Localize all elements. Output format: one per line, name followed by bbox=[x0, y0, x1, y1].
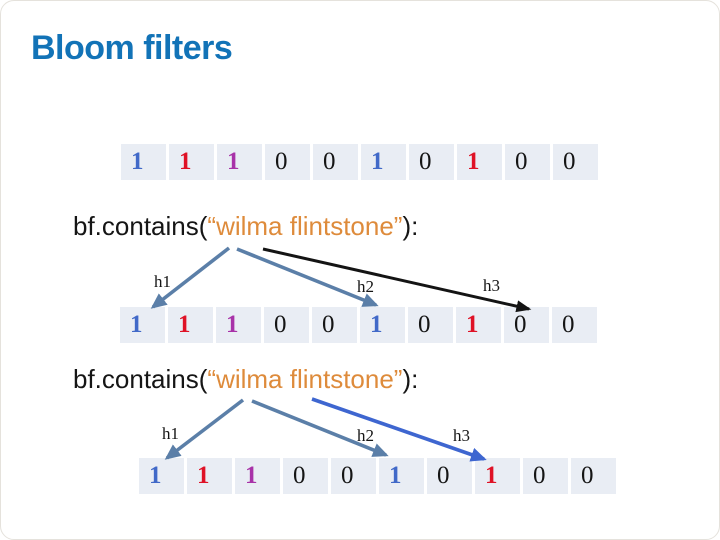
bit-cell: 1 bbox=[379, 458, 424, 494]
bit-cell: 0 bbox=[504, 307, 549, 343]
bit-cell: 0 bbox=[409, 144, 454, 180]
bit-cell: 0 bbox=[505, 144, 550, 180]
bit-cell: 0 bbox=[331, 458, 376, 494]
bit-cell: 1 bbox=[360, 307, 405, 343]
hash-label-h1: h1 bbox=[162, 424, 179, 443]
query-argument: “wilma flintstone” bbox=[207, 211, 403, 241]
bit-cell: 0 bbox=[553, 144, 598, 180]
bit-cell: 0 bbox=[523, 458, 568, 494]
slide-title: Bloom filters bbox=[31, 29, 233, 67]
bit-cell: 1 bbox=[216, 307, 261, 343]
query-suffix: ): bbox=[402, 364, 419, 394]
bit-cell: 0 bbox=[427, 458, 472, 494]
h2-arrow-query1 bbox=[236, 247, 379, 307]
hash-label-h2: h2 bbox=[357, 426, 374, 445]
bit-cell: 0 bbox=[264, 307, 309, 343]
bit-cell: 1 bbox=[235, 458, 280, 494]
bit-cell: 0 bbox=[283, 458, 328, 494]
bit-cell: 0 bbox=[312, 307, 357, 343]
hash-label-h3: h3 bbox=[483, 276, 500, 295]
query-suffix: ): bbox=[402, 211, 419, 241]
query-statement: bf.contains(“wilma flintstone”): bbox=[73, 364, 418, 395]
bit-cell: 1 bbox=[361, 144, 406, 180]
bit-cell: 1 bbox=[475, 458, 520, 494]
bit-cell: 1 bbox=[121, 144, 166, 180]
bit-cell: 0 bbox=[408, 307, 453, 343]
bit-cell: 1 bbox=[456, 307, 501, 343]
bit-cell: 1 bbox=[120, 307, 165, 343]
bit-cell: 0 bbox=[265, 144, 310, 180]
hash-label-h3: h3 bbox=[453, 426, 470, 445]
bit-cell: 1 bbox=[139, 458, 184, 494]
bit-cell: 1 bbox=[457, 144, 502, 180]
query-prefix: bf.contains( bbox=[73, 364, 208, 394]
bit-cell: 0 bbox=[313, 144, 358, 180]
query-statement: bf.contains(“wilma flintstone”): bbox=[73, 211, 418, 242]
bit-cell: 0 bbox=[571, 458, 616, 494]
bit-cell: 1 bbox=[217, 144, 262, 180]
hash-label-h1: h1 bbox=[154, 272, 171, 291]
bit-cell: 1 bbox=[169, 144, 214, 180]
bit-cell: 1 bbox=[187, 458, 232, 494]
query-prefix: bf.contains( bbox=[73, 211, 208, 241]
bit-cell: 1 bbox=[168, 307, 213, 343]
query-argument: “wilma flintstone” bbox=[207, 364, 403, 394]
hash-label-h2: h2 bbox=[357, 277, 374, 296]
bit-cell: 0 bbox=[552, 307, 597, 343]
